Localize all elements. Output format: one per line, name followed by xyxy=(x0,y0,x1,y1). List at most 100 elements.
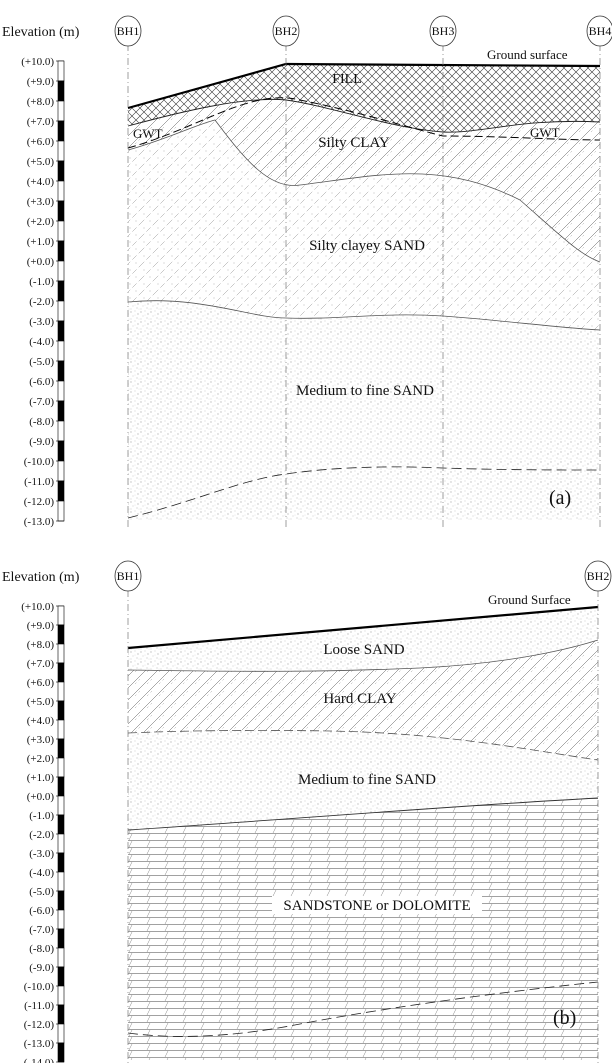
borehole-marker-bh1-b: BH1 xyxy=(114,560,142,592)
elevation-tick-label: (+9.0) xyxy=(27,76,55,88)
elevation-tick-label: (-13.0) xyxy=(24,1038,55,1050)
elevation-tick-label: (+10.0) xyxy=(21,56,54,68)
ground-surface-label-b: Ground Surface xyxy=(488,592,571,607)
elevation-tick-label: (+8.0) xyxy=(27,639,55,651)
elevation-tick-label: (-4.0) xyxy=(29,336,54,348)
elevation-axis-title-a: Elevation (m) xyxy=(2,25,80,40)
elevation-tick-label: (-7.0) xyxy=(29,396,54,408)
borehole-label: BH2 xyxy=(587,569,610,583)
elevation-tick-label: (+6.0) xyxy=(27,136,55,148)
elevation-scale-segment xyxy=(57,200,65,222)
elevation-tick-label: (-14.0) xyxy=(24,1057,55,1063)
elevation-scale-segment xyxy=(57,160,65,182)
elevation-tick-label: (+10.0) xyxy=(21,601,54,613)
elevation-scale-segment xyxy=(57,280,65,302)
elevation-scale-segment xyxy=(57,320,65,342)
layer-label-silty-clayey-sand-a: Silty clayey SAND xyxy=(309,238,425,254)
sand-clay-boundary-b xyxy=(127,639,599,672)
elevation-scale-segment xyxy=(57,985,65,1006)
elevation-tick-label: (-12.0) xyxy=(24,496,55,508)
elevation-scale-segment xyxy=(57,260,65,282)
elevation-scale-segment xyxy=(57,360,65,382)
elevation-scale-segment xyxy=(57,440,65,462)
elevation-tick-label: (+2.0) xyxy=(27,753,55,765)
layer-label-hard-clay-b: Hard CLAY xyxy=(323,691,396,707)
panel-label-b: (b) xyxy=(553,1007,576,1029)
elevation-tick-label: (-10.0) xyxy=(24,456,55,468)
elevation-scale-segment xyxy=(57,1023,65,1044)
sand-rock-boundary-b xyxy=(127,797,599,831)
rock-label-background-b xyxy=(272,896,482,914)
elevation-tick-label: (-5.0) xyxy=(29,886,54,898)
ground-surface-line-b xyxy=(127,605,599,650)
elevation-scale-segment xyxy=(57,719,65,740)
layer-label-fill-a: FILL xyxy=(332,72,362,87)
elevation-scale-segment xyxy=(57,852,65,873)
borehole-marker-bh1-a: BH1 xyxy=(114,15,142,47)
layer-label-loose-sand-b: Loose SAND xyxy=(323,642,404,658)
borehole-label: BH3 xyxy=(432,24,455,38)
panel-a: Elevation (m) (+10.0)(+9.0)(+8.0)(+7.0)(… xyxy=(2,15,612,528)
elevation-tick-label: (-10.0) xyxy=(24,981,55,993)
elevation-tick-label: (+5.0) xyxy=(27,156,55,168)
elevation-tick-label: (-1.0) xyxy=(29,276,54,288)
clay-sand-boundary-a xyxy=(127,119,601,263)
elevation-tick-label: (+3.0) xyxy=(27,734,55,746)
panel-b: Elevation (m) (+10.0) (+9.0) (+8.0) (+7.0) (… xyxy=(2,560,612,1063)
elevation-tick-label: (-11.0) xyxy=(24,1000,54,1012)
elevation-scale-segment xyxy=(57,100,65,122)
borehole-label: BH1 xyxy=(117,24,140,38)
elevation-scale-segment xyxy=(57,890,65,911)
elevation-tick-label: (-6.0) xyxy=(29,376,54,388)
elevation-scale-segment xyxy=(57,700,65,721)
gwt-line-a xyxy=(127,97,601,149)
elevation-scale-segment xyxy=(57,240,65,262)
sandstone-dolomite-layer-b xyxy=(128,798,598,1060)
elevation-tick-label: (+9.0) xyxy=(27,620,55,632)
elevation-tick-label: (+3.0) xyxy=(27,196,55,208)
elevation-scale-segment xyxy=(57,871,65,892)
clay-sand-boundary-b xyxy=(127,730,599,761)
elevation-tick-label: (+1.0) xyxy=(27,772,55,784)
elevation-scale-bar-a xyxy=(56,60,65,522)
borehole-marker-bh2-a: BH2 xyxy=(272,15,300,47)
elevation-scale-segment xyxy=(57,140,65,162)
elevation-scale-segment xyxy=(57,681,65,702)
bottom-dashed-line-b xyxy=(127,981,599,1037)
elevation-tick-labels-a: (+10.0)(+9.0)(+8.0)(+7.0)(+6.0)(+5.0)(+4… xyxy=(21,56,54,528)
borehole-label: BH1 xyxy=(117,569,140,583)
panel-label-a: (a) xyxy=(549,487,571,509)
elevation-scale-segment xyxy=(57,605,65,626)
elevation-tick-label: (+1.0) xyxy=(27,236,55,248)
elevation-tick-label: (+7.0) xyxy=(27,658,55,670)
elevation-tick-label: (-6.0) xyxy=(29,905,54,917)
gwt-label-right-a: GWT xyxy=(530,125,560,140)
elevation-tick-label: (-3.0) xyxy=(29,848,54,860)
elevation-tick-label: (-7.0) xyxy=(29,924,54,936)
elevation-scale-segment xyxy=(57,500,65,522)
elevation-scale-segment xyxy=(57,947,65,968)
elevation-axis-title-b: Elevation (m) xyxy=(2,570,80,585)
borehole-marker-bh3-a: BH3 xyxy=(429,15,457,47)
elevation-scale-segment xyxy=(57,776,65,797)
elevation-scale-segment xyxy=(57,909,65,930)
elevation-scale-segment xyxy=(57,340,65,362)
elevation-scale-segment xyxy=(57,814,65,835)
elevation-scale-segment xyxy=(57,180,65,202)
elevation-scale-segment xyxy=(57,400,65,422)
elevation-scale-segment xyxy=(57,480,65,502)
elevation-scale-bar-b xyxy=(56,605,65,1063)
elevation-scale-segment xyxy=(57,380,65,402)
silty-clayey-sand-layer-a xyxy=(128,120,600,330)
borehole-marker-bh4-a: BH4 xyxy=(586,15,612,47)
elevation-scale-segment xyxy=(57,624,65,645)
borehole-marker-bh2-b: BH2 xyxy=(584,560,612,592)
elevation-tick-label: (+0.0) xyxy=(27,791,55,803)
elevation-tick-label: (-1.0) xyxy=(29,810,54,822)
elevation-tick-label: (-8.0) xyxy=(29,416,54,428)
elevation-tick-label: (+7.0) xyxy=(27,116,55,128)
hard-clay-layer-b xyxy=(128,640,598,760)
elevation-tick-labels-b: (+10.0)(+9.0)(+8.0)(+7.0)(+6.0)(+5.0)(+4… xyxy=(21,601,54,1063)
elevation-scale-segment xyxy=(57,757,65,778)
